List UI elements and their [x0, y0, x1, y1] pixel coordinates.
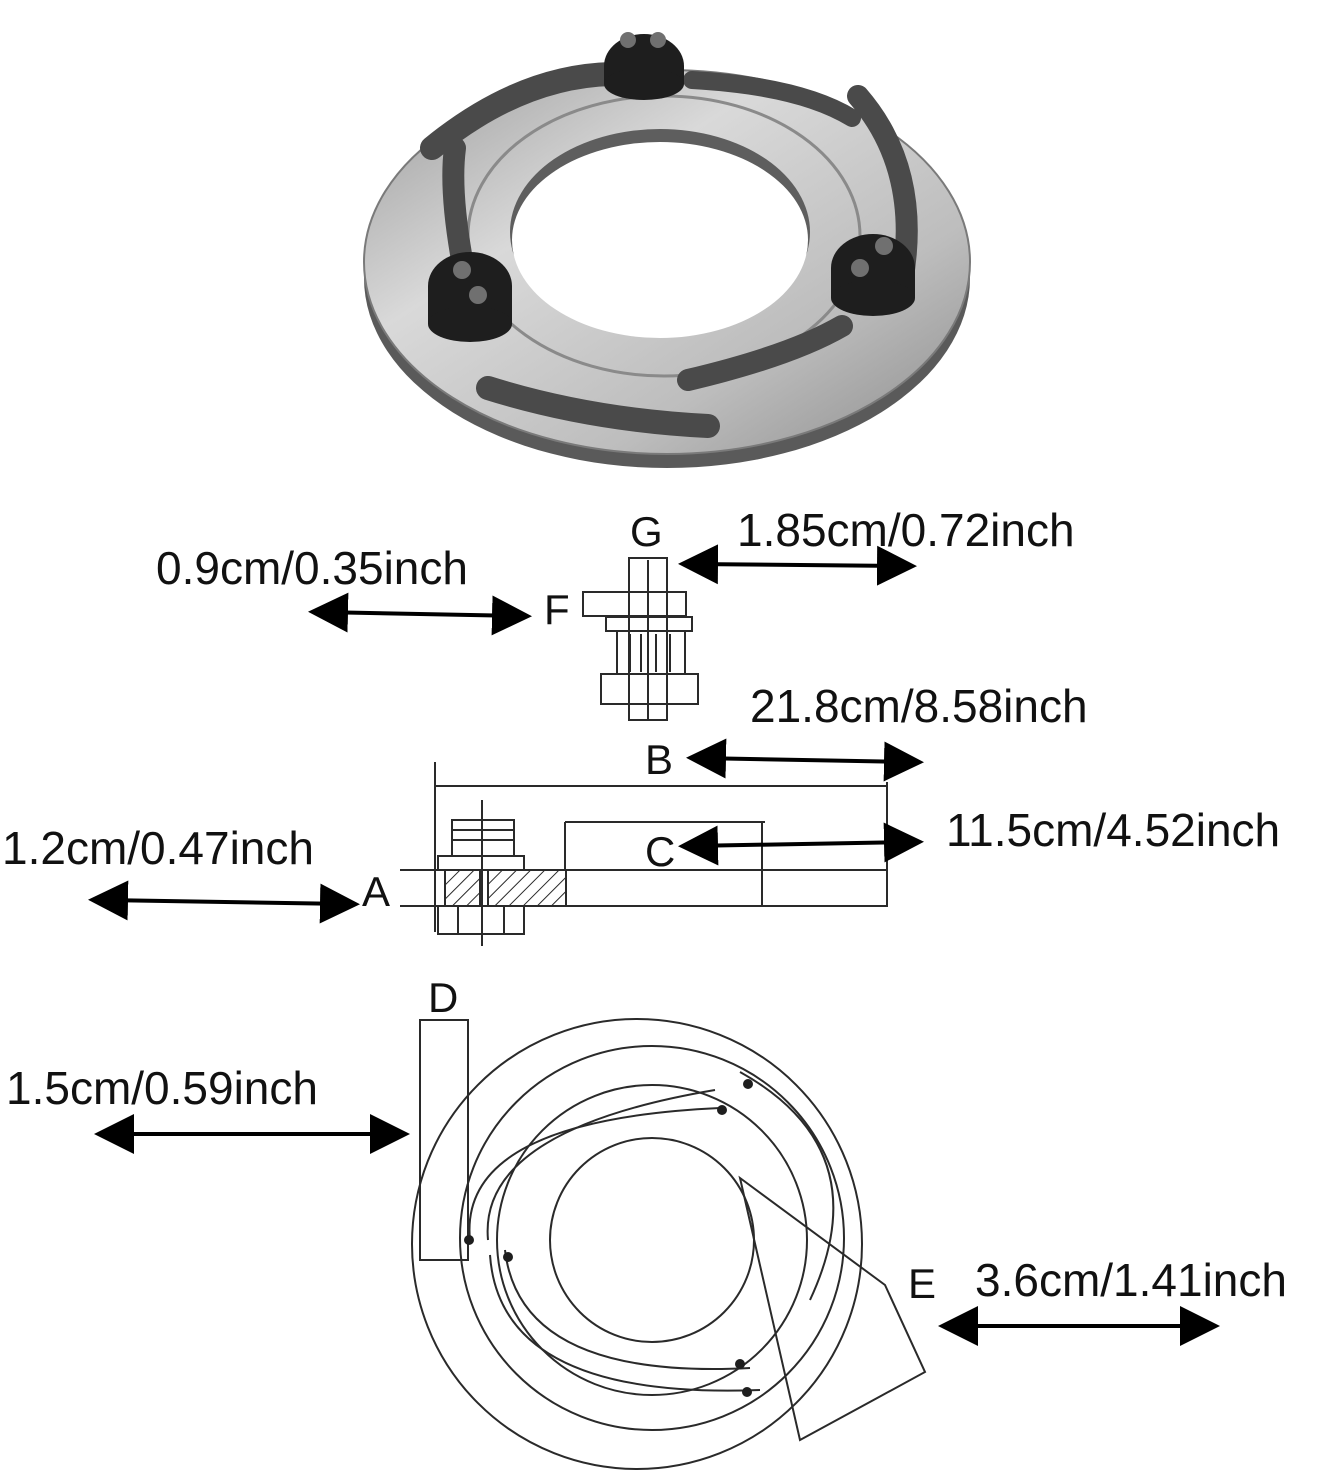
label-G: G [630, 508, 663, 555]
ring-side-section-drawing [400, 762, 888, 946]
dimension-A: 1.2cm/0.47inch [2, 822, 314, 874]
label-B: B [645, 736, 673, 783]
arrow-A [88, 880, 360, 924]
dimension-E: 3.6cm/1.41inch [975, 1254, 1287, 1306]
arrow-B [686, 738, 924, 782]
arrow-C [678, 822, 924, 866]
dimension-B: 21.8cm/8.58inch [750, 680, 1088, 732]
label-C: C [645, 828, 675, 875]
screw-side-drawing [582, 557, 699, 721]
label-D: D [428, 974, 458, 1021]
dimension-D: 1.5cm/0.59inch [6, 1062, 318, 1114]
ring-top-view-drawing [411, 1018, 927, 1470]
label-E: E [908, 1260, 936, 1307]
dimension-F: 0.9cm/0.35inch [156, 542, 468, 594]
label-F: F [544, 586, 570, 633]
dimension-C: 11.5cm/4.52inch [946, 804, 1280, 856]
label-A: A [362, 868, 390, 915]
dimension-G: 1.85cm/0.72inch [737, 504, 1075, 556]
jaw-boring-ring-photo-icon [363, 32, 971, 468]
arrow-F [308, 592, 532, 636]
arrow-G [678, 544, 917, 586]
